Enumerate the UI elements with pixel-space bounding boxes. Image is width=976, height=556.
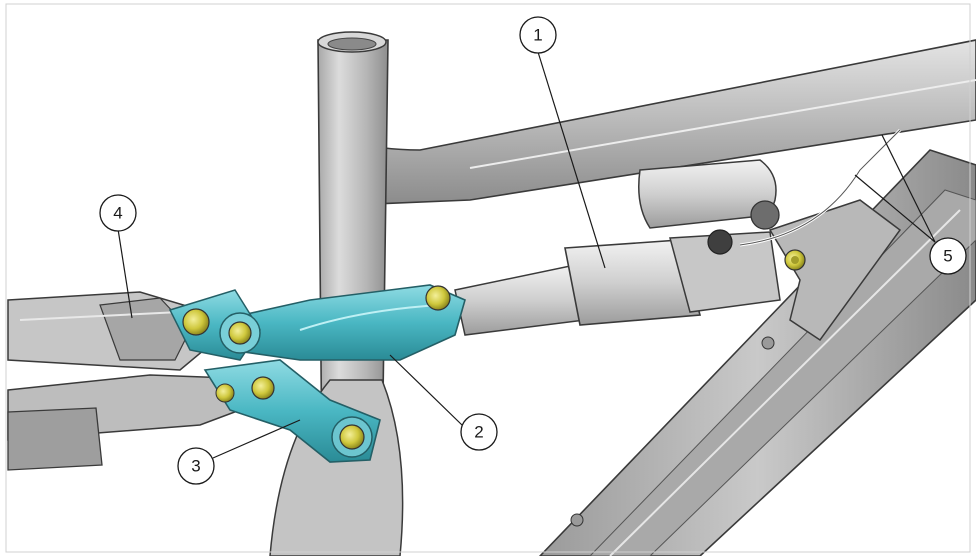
callout-label: 4 [113, 204, 122, 223]
callout-label: 3 [191, 457, 200, 476]
callout-4: 4 [100, 195, 136, 231]
callout-5: 5 [930, 238, 966, 274]
callout-3: 3 [178, 448, 214, 484]
callout-label: 1 [533, 26, 542, 45]
frame-bolt [571, 514, 583, 526]
callout-label: 2 [474, 423, 483, 442]
leader-line-3 [213, 420, 300, 458]
leader-line-2 [390, 355, 462, 425]
callout-label: 5 [943, 247, 952, 266]
callout-1: 1 [520, 17, 556, 53]
frame-bolt [762, 337, 774, 349]
callout-2: 2 [461, 414, 497, 450]
